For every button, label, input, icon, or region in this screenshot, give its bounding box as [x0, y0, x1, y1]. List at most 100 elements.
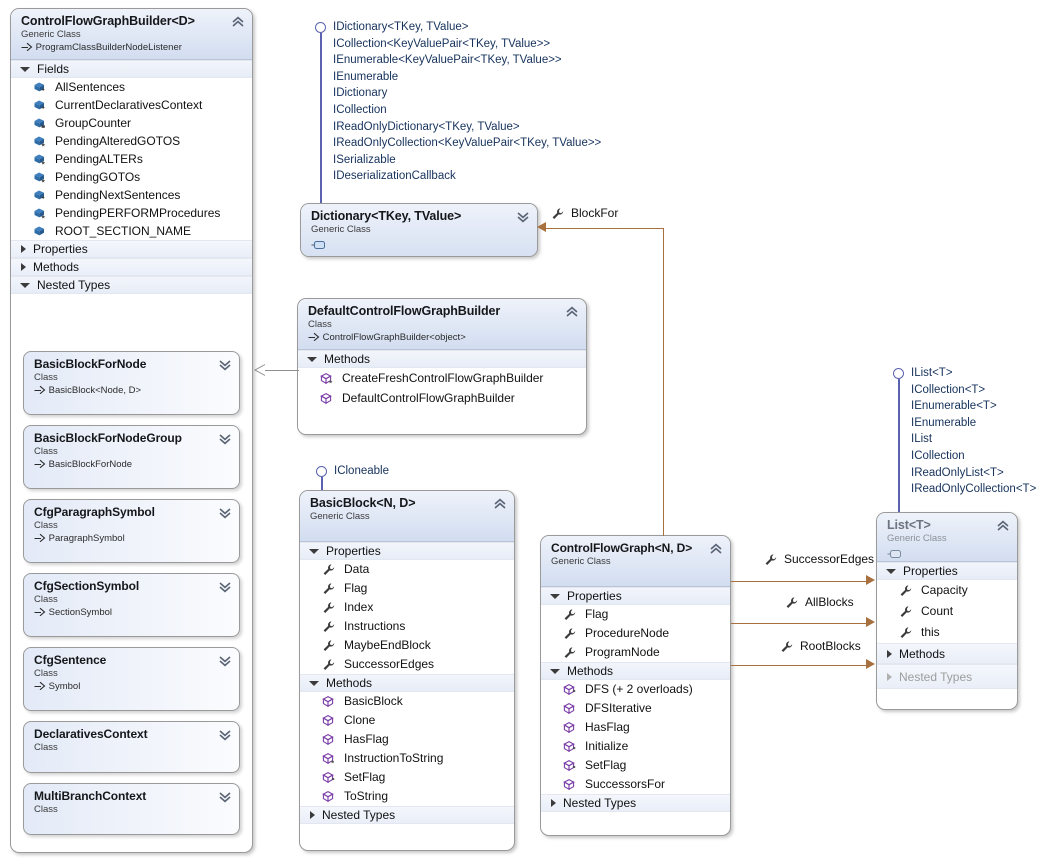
section-properties[interactable]: Properties — [11, 240, 252, 258]
member-method[interactable]: HasFlag — [541, 718, 730, 737]
member-field[interactable]: PendingALTERs — [11, 150, 252, 168]
member-method[interactable]: DefaultControlFlowGraphBuilder — [298, 388, 586, 408]
nested-class-cfgsectionsymbol[interactable]: CfgSectionSymbol Class SectionSymbol — [23, 573, 240, 637]
member-property[interactable]: this — [877, 622, 1017, 643]
nested-class-base-label: Symbol — [48, 681, 81, 692]
member-method[interactable]: SetFlag — [300, 768, 514, 787]
nested-class-declarativescontext[interactable]: DeclarativesContext Class — [23, 721, 240, 773]
section-nested-types[interactable]: Nested Types — [541, 794, 730, 812]
member-method[interactable]: DFS (+ 2 overloads) — [541, 680, 730, 699]
expand-chevron-down-icon[interactable] — [218, 433, 232, 445]
member-property[interactable]: Index — [300, 598, 514, 617]
class-header: DefaultControlFlowGraphBuilder Class Con… — [298, 299, 586, 350]
expand-chevron-down-icon[interactable] — [218, 729, 232, 741]
section-label: Methods — [567, 664, 614, 678]
field-icon — [33, 153, 47, 166]
assoc-allblocks-arrowhead — [866, 617, 875, 627]
assoc-allblocks-line — [731, 623, 869, 625]
chevron-right-icon — [21, 245, 26, 253]
member-property[interactable]: Count — [877, 601, 1017, 622]
section-methods[interactable]: Methods — [298, 350, 586, 368]
member-method[interactable]: HasFlag — [300, 730, 514, 749]
lollipop-stem — [898, 379, 900, 529]
member-field[interactable]: GroupCounter — [11, 114, 252, 132]
section-nested-types[interactable]: Nested Types — [877, 664, 1017, 689]
collapse-chevron-up-icon[interactable] — [231, 16, 245, 28]
expand-chevron-down-icon[interactable] — [516, 211, 530, 223]
member-field[interactable]: PendingNextSentences — [11, 186, 252, 204]
member-label: ToString — [344, 789, 389, 803]
member-method[interactable]: ToString — [300, 787, 514, 806]
section-nested-types[interactable]: Nested Types — [11, 276, 252, 294]
member-method[interactable]: CreateFreshControlFlowGraphBuilder — [298, 368, 586, 388]
member-property[interactable]: Capacity — [877, 580, 1017, 601]
member-label: Data — [344, 562, 370, 576]
assoc-blockfor-horizontal — [545, 228, 664, 230]
member-field[interactable]: ROOT_SECTION_NAME — [11, 222, 252, 240]
nested-class-basicblockfornode[interactable]: BasicBlockForNode Class BasicBlock<Node,… — [23, 351, 240, 415]
nested-class-cfgparagraphsymbol[interactable]: CfgParagraphSymbol Class ParagraphSymbol — [23, 499, 240, 563]
member-field[interactable]: PendingPERFORMProcedures — [11, 204, 252, 222]
chevron-down-icon — [550, 668, 560, 674]
nested-class-multibranchcontext[interactable]: MultiBranchContext Class — [23, 783, 240, 835]
member-property[interactable]: Flag — [300, 579, 514, 598]
section-properties[interactable]: Properties — [541, 587, 730, 605]
expand-chevron-down-icon[interactable] — [218, 359, 232, 371]
section-methods[interactable]: Methods — [877, 643, 1017, 664]
expand-chevron-down-icon[interactable] — [218, 791, 232, 803]
class-basicblock[interactable]: BasicBlock<N, D> Generic Class Propertie… — [299, 490, 515, 851]
member-label: PendingGOTOs — [55, 169, 141, 184]
member-method[interactable]: DFSIterative — [541, 699, 730, 718]
member-method[interactable]: SuccessorsFor — [541, 775, 730, 794]
member-property[interactable]: Instructions — [300, 617, 514, 636]
member-property[interactable]: MaybeEndBlock — [300, 636, 514, 655]
member-field[interactable]: PendingAlteredGOTOS — [11, 132, 252, 150]
collapse-chevron-up-icon[interactable] — [493, 498, 507, 510]
collapse-chevron-up-icon[interactable] — [709, 543, 723, 555]
field-icon — [33, 225, 47, 238]
member-method[interactable]: BasicBlock — [300, 692, 514, 711]
collapse-chevron-up-icon[interactable] — [996, 520, 1010, 532]
nested-class-basicblockfornodegroup[interactable]: BasicBlockForNodeGroup Class BasicBlockF… — [23, 425, 240, 489]
class-dictionary[interactable]: Dictionary<TKey, TValue> Generic Class — [300, 203, 538, 257]
section-methods[interactable]: Methods — [300, 674, 514, 692]
section-nested-types[interactable]: Nested Types — [300, 806, 514, 824]
expand-chevron-down-icon[interactable] — [218, 655, 232, 667]
expand-chevron-down-icon[interactable] — [218, 581, 232, 593]
class-body: Properties Data Flag Index Instructions … — [300, 542, 514, 824]
member-label: this — [921, 625, 940, 639]
member-field[interactable]: AllSentences — [11, 78, 252, 96]
class-defaultcontrolflowgraphbuilder[interactable]: DefaultControlFlowGraphBuilder Class Con… — [297, 298, 587, 435]
class-stereotype: Generic Class — [21, 29, 81, 40]
member-property[interactable]: Flag — [541, 605, 730, 624]
collapse-chevron-up-icon[interactable] — [565, 306, 579, 318]
class-controlflowgraph[interactable]: ControlFlowGraph<N, D> Generic Class Pro… — [540, 535, 731, 836]
member-property[interactable]: SuccessorEdges — [300, 655, 514, 674]
inherit-arrow-icon — [34, 385, 46, 395]
section-label: Nested Types — [899, 669, 973, 684]
class-base-type: ControlFlowGraphBuilder<object> — [308, 331, 564, 344]
member-field[interactable]: CurrentDeclarativesContext — [11, 96, 252, 114]
chevron-right-icon — [887, 649, 892, 658]
section-properties[interactable]: Properties — [300, 542, 514, 560]
section-fields[interactable]: Fields — [11, 60, 252, 78]
member-method[interactable]: Clone — [300, 711, 514, 730]
expand-chevron-down-icon[interactable] — [218, 507, 232, 519]
member-property[interactable]: ProgramNode — [541, 643, 730, 662]
section-properties[interactable]: Properties — [877, 562, 1017, 580]
member-method[interactable]: InstructionToString — [300, 749, 514, 768]
section-methods[interactable]: Methods — [11, 258, 252, 276]
nested-class-cfgsentence[interactable]: CfgSentence Class Symbol — [23, 647, 240, 711]
nested-class-base-label: BasicBlock<Node, D> — [48, 385, 142, 396]
section-methods[interactable]: Methods — [541, 662, 730, 680]
chevron-right-icon — [887, 672, 892, 681]
nested-class-base: Symbol — [34, 680, 217, 693]
member-property[interactable]: Data — [300, 560, 514, 579]
chevron-down-icon — [309, 680, 319, 686]
class-list[interactable]: List<T> Generic Class Properties Capacit… — [876, 512, 1018, 710]
member-method[interactable]: Initialize — [541, 737, 730, 756]
member-method[interactable]: SetFlag — [541, 756, 730, 775]
member-property[interactable]: ProcedureNode — [541, 624, 730, 643]
section-label: Properties — [567, 589, 622, 603]
member-field[interactable]: PendingGOTOs — [11, 168, 252, 186]
